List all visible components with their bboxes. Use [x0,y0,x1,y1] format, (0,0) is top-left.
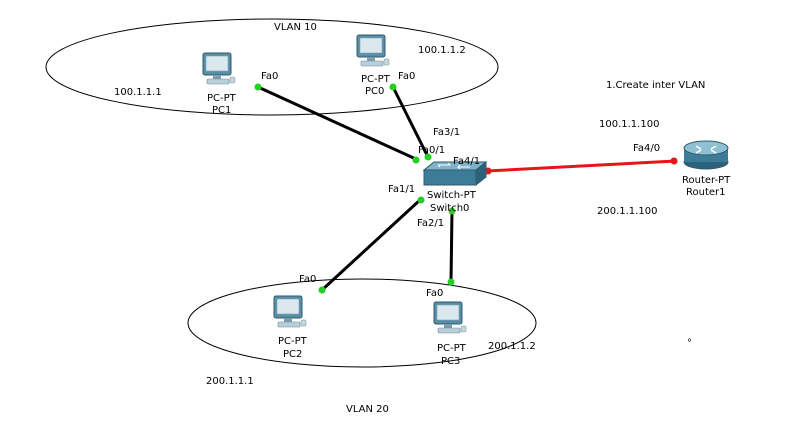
port-label-pc3-fa0: Fa0 [426,288,443,299]
router-name-label: Router1 [686,187,726,198]
vlan10-ellipse [45,18,499,116]
ip-label-pc0: 100.1.1.2 [418,45,466,56]
link-switch-router[interactable] [486,159,677,173]
router-type-label: Router-PT [682,175,731,186]
switch-name-label: Switch0 [430,203,469,214]
vlan20-ellipse [187,278,537,368]
stray-mark: ° [687,338,692,349]
pc2-type-label: PC-PT [278,336,308,347]
pc0-type-label: PC-PT [361,74,391,85]
port-dot-pc2 [318,286,326,294]
port-label-sw-fa1-1: Fa1/1 [388,184,415,195]
vlan20-label: VLAN 20 [346,404,389,415]
port-label-pc0-fa0: Fa0 [398,71,415,82]
pc0-name-label: PC0 [365,86,384,97]
ip-label-pc2: 200.1.1.1 [206,376,254,387]
link-pc1-switch[interactable] [257,85,419,162]
pc3-type-label: PC-PT [437,343,467,354]
switch-type-label: Switch-PT [427,190,477,201]
pc1-name-label: PC1 [212,105,231,116]
port-indicators [254,83,678,294]
router-icon[interactable] [683,140,729,170]
ip-label-router-bottom: 200.1.1.100 [597,206,657,217]
port-dot-sw-fa3-1 [424,153,432,161]
link-pc3-switch[interactable] [449,209,454,283]
link-pc0-switch[interactable] [391,86,430,158]
port-label-pc1-fa0: Fa0 [261,71,278,82]
pc3-icon[interactable] [433,301,467,334]
port-label-pc2-fa0: Fa0 [299,274,316,285]
pc0-icon[interactable] [356,34,390,67]
port-dot-sw-fa0-1 [412,156,420,164]
pc3-name-label: PC3 [441,356,460,367]
port-label-sw-fa2-1: Fa2/1 [417,218,444,229]
annotation-text: 1.Create inter VLAN [606,80,705,91]
port-dot-sw-fa2-1 [448,207,456,215]
ip-label-pc3: 200.1.1.2 [488,341,536,352]
pc1-type-label: PC-PT [207,93,237,104]
ip-label-pc1: 100.1.1.1 [114,87,162,98]
pc1-icon[interactable] [202,52,236,85]
pc2-icon[interactable] [273,295,307,328]
port-dot-pc0 [389,83,397,91]
port-label-sw-fa0-1: Fa0/1 [418,145,445,156]
port-dot-router-fa4-0 [670,157,678,165]
port-label-sw-fa3-1: Fa3/1 [433,127,460,138]
ip-label-router-top: 100.1.1.100 [599,119,659,130]
switch-icon[interactable] [422,160,488,187]
port-dot-pc3 [447,278,455,286]
pc2-name-label: PC2 [283,349,302,360]
vlan10-label: VLAN 10 [274,22,317,33]
link-pc2-switch[interactable] [320,198,422,292]
port-label-router-fa4-0: Fa4/0 [633,143,660,154]
port-dot-pc1 [254,83,262,91]
port-label-sw-fa4-1: Fa4/1 [453,156,480,167]
port-dot-sw-fa1-1 [417,196,425,204]
